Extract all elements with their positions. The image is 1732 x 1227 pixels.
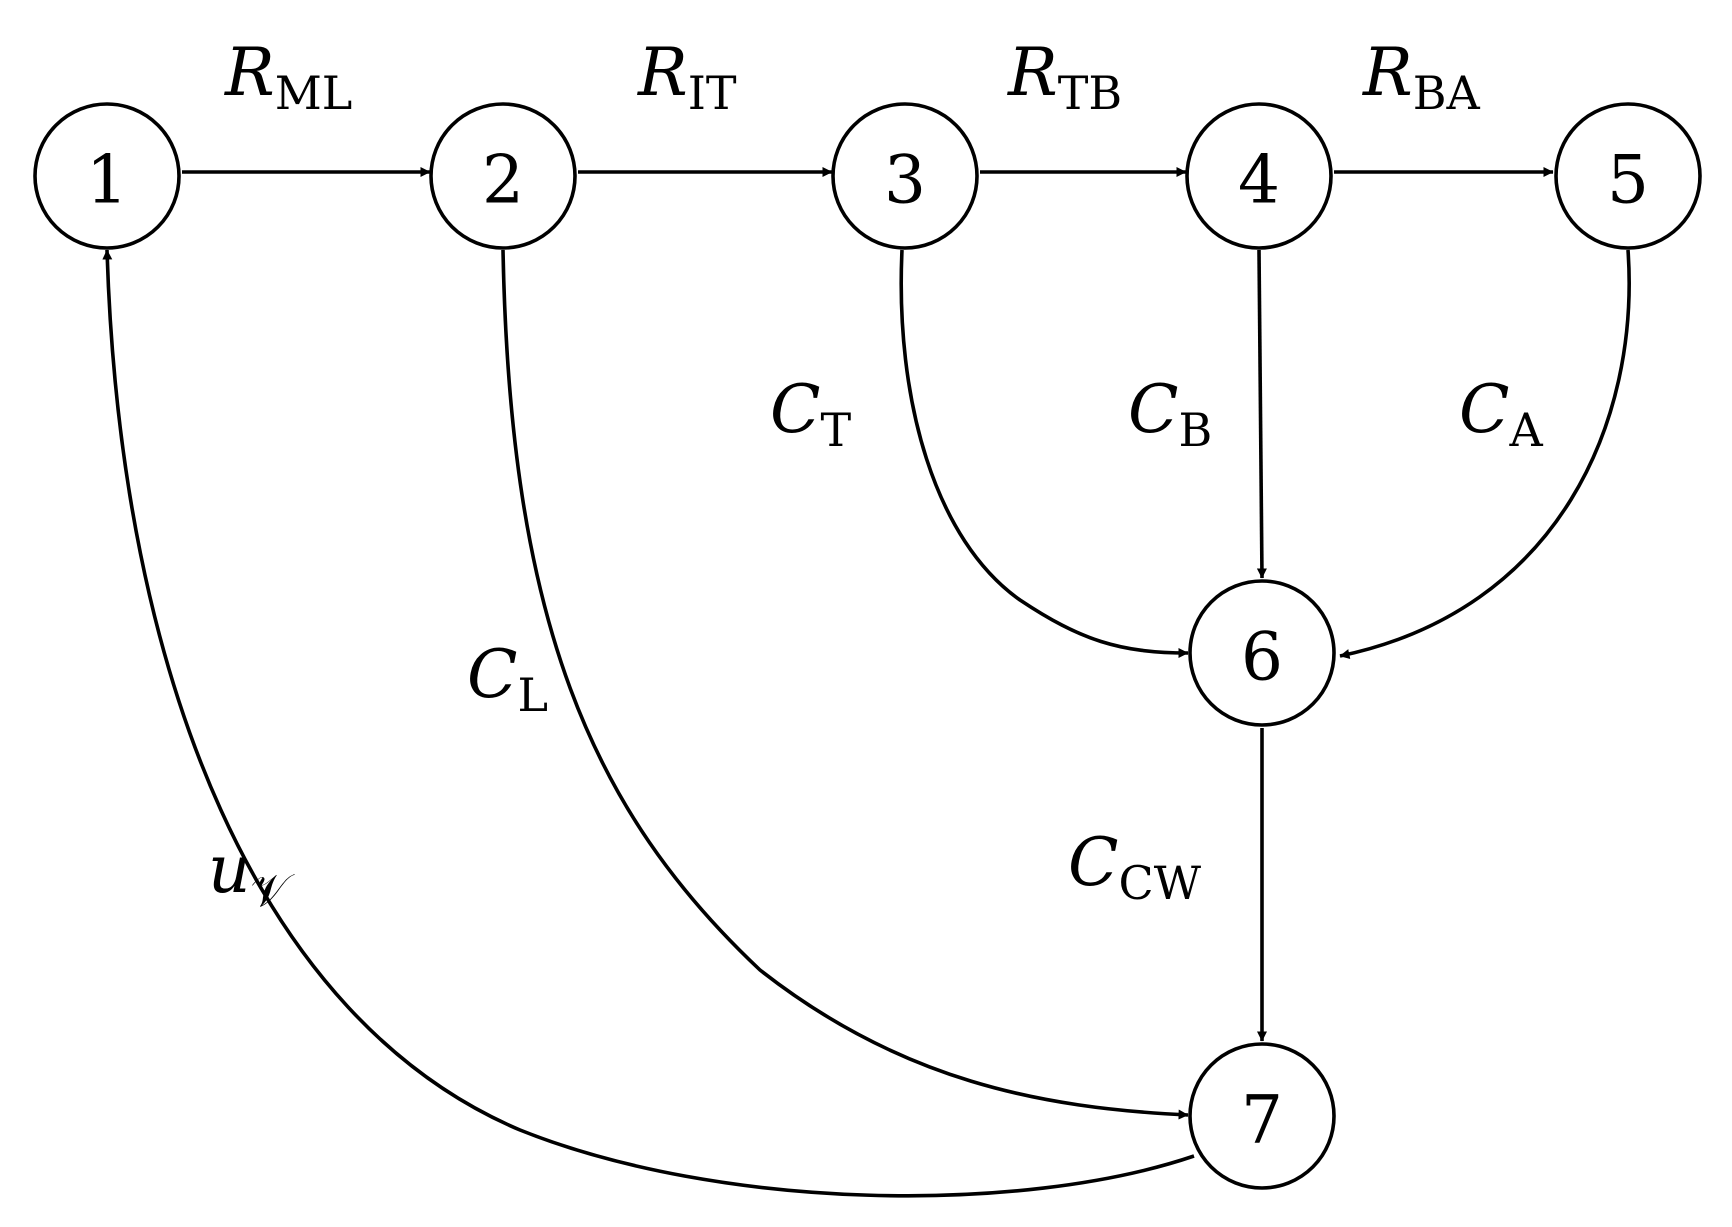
edge-label-main: C — [770, 371, 821, 448]
edge-label-main: C — [1128, 371, 1179, 448]
edge-label-2-to-3: RIT — [637, 34, 737, 120]
node-label: 1 — [86, 142, 128, 219]
edge-7-to-1 — [102, 249, 1195, 1198]
edge-label-main: R — [1007, 34, 1058, 111]
node-label: 6 — [1241, 619, 1283, 696]
edge-label-subscript: IT — [688, 66, 737, 120]
edge-label-main: C — [1459, 371, 1510, 448]
edge-label-6-to-7: CCW — [1068, 824, 1202, 910]
edge-label-subscript: A — [1509, 403, 1544, 457]
edge-label-4-to-5: RBA — [1362, 34, 1481, 120]
edge-label-subscript: 𝒱 — [251, 863, 296, 917]
edge-label-3-to-4: RTB — [1007, 34, 1122, 120]
edge-label-subscript: TB — [1058, 66, 1123, 120]
edge-label-main: R — [1362, 34, 1413, 111]
edge-label-subscript: CW — [1119, 856, 1202, 910]
node-circle — [33, 102, 181, 250]
edge-4-to-6 — [1256, 249, 1267, 579]
edge-label-subscript: B — [1179, 403, 1213, 457]
edge-label-2-to-7: CL — [467, 636, 548, 722]
node-5: 5 — [1554, 102, 1702, 250]
edge-3-to-6 — [899, 249, 1189, 658]
edge-label-main: C — [1068, 824, 1119, 901]
edge-5-to-6 — [1339, 249, 1631, 659]
node-circle — [429, 102, 577, 250]
edge-label-main: C — [467, 636, 518, 713]
edge-label-5-to-6: CA — [1459, 371, 1544, 457]
node-label: 4 — [1238, 142, 1280, 219]
node-4: 4 — [1185, 102, 1333, 250]
edges-layer — [102, 167, 1631, 1198]
node-1: 1 — [33, 102, 181, 250]
edge-label-subscript: BA — [1413, 66, 1481, 120]
node-circle — [1554, 102, 1702, 250]
edge-label-subscript: T — [821, 403, 852, 457]
edge-label-3-to-6: CT — [770, 371, 852, 457]
node-2: 2 — [429, 102, 577, 250]
edge-label-1-to-2: RML — [224, 34, 352, 120]
edge-label-main: R — [637, 34, 688, 111]
node-label: 5 — [1607, 142, 1649, 219]
node-label: 3 — [884, 142, 926, 219]
node-circle — [1185, 102, 1333, 250]
node-circle — [1188, 1042, 1336, 1190]
node-label: 2 — [482, 142, 524, 219]
edge-label-main: u — [208, 831, 251, 908]
node-label: 7 — [1241, 1082, 1283, 1159]
node-6: 6 — [1188, 579, 1336, 727]
nodes-layer: 1 2 3 4 5 6 7 — [33, 102, 1702, 1190]
edge-label-main: R — [224, 34, 275, 111]
node-3: 3 — [831, 102, 979, 250]
edge-2-to-7 — [501, 249, 1189, 1120]
edge-label-subscript: L — [518, 668, 549, 722]
edge-label-4-to-6: CB — [1128, 371, 1212, 457]
node-circle — [831, 102, 979, 250]
node-7: 7 — [1188, 1042, 1336, 1190]
node-circle — [1188, 579, 1336, 727]
edge-label-subscript: ML — [275, 66, 353, 120]
edge-label-7-to-1: u𝒱 — [208, 831, 296, 917]
